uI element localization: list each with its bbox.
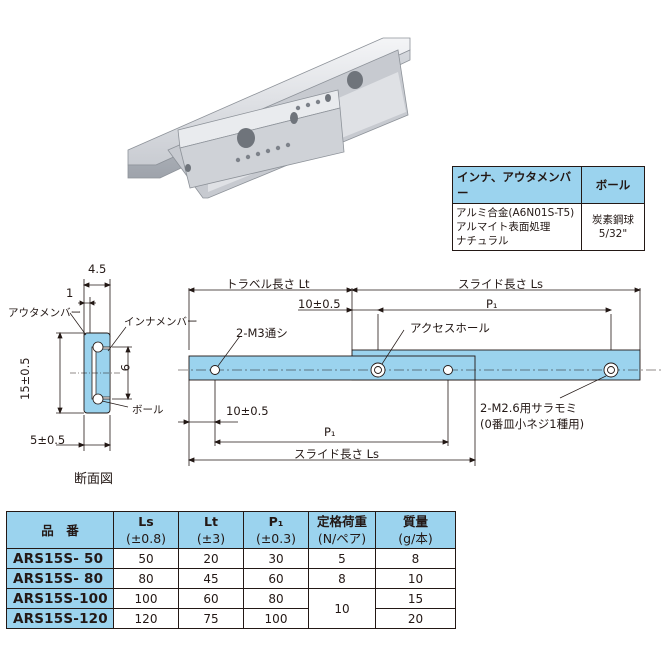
mass-cell: 20	[375, 608, 456, 629]
header-line: (±3)	[196, 531, 226, 546]
side-view-drawing	[178, 287, 662, 466]
header-part-number: 品 番	[6, 511, 114, 549]
header-line: P₁	[268, 514, 284, 529]
section-outer-member-label: アウタメンバー	[8, 307, 82, 319]
table-row: ARS15S- 80 80 45 60 8 10	[6, 568, 456, 589]
load-cell: 8	[308, 568, 376, 589]
access-hole-label: アクセスホール	[410, 321, 490, 335]
mass-cell: 8	[375, 548, 456, 569]
offset-bottom-label: 10±0.5	[226, 404, 269, 418]
cross-section-drawing	[56, 279, 132, 451]
material-table: インナ、アウタメンバー ボール アルミ合金(A6N01S-T5) アルマイト表面…	[452, 166, 645, 251]
ls-cell: 100	[113, 588, 179, 609]
lt-cell: 20	[178, 548, 244, 569]
header-line: 質量	[402, 514, 428, 529]
lt-cell: 75	[178, 608, 244, 629]
slide-length-bottom-label: スライド長さ Ls	[294, 447, 380, 461]
section-dim-15: 15±0.5	[18, 357, 32, 400]
p1-cell: 100	[243, 608, 309, 629]
part-number-cell: ARS15S- 50	[6, 548, 114, 569]
p1-cell: 30	[243, 548, 309, 569]
table-row: ARS15S- 50 50 20 30 5 8	[6, 548, 456, 569]
section-inner-member-label: インナメンバー	[124, 316, 198, 328]
material-member-line: ナチュラル	[456, 235, 509, 247]
table-row: ARS15S-120 120 75 100 20	[6, 608, 456, 629]
ls-cell: 120	[113, 608, 179, 629]
header-lt: Lt (±3)	[178, 511, 244, 549]
section-ball-label: ボール	[132, 404, 164, 416]
material-member-cell: アルミ合金(A6N01S-T5) アルマイト表面処理 ナチュラル	[452, 203, 582, 251]
material-header-member: インナ、アウタメンバー	[452, 166, 582, 204]
lt-cell: 45	[178, 568, 244, 589]
header-line: Lt	[204, 514, 218, 529]
header-line: (±0.3)	[255, 531, 297, 546]
table-row: ARS15S-100 100 60 80 10 15	[6, 588, 456, 629]
offset-top-label: 10±0.5	[298, 297, 341, 311]
material-ball-cell: 炭素鋼球5/32"	[581, 203, 645, 251]
lt-cell: 60	[178, 588, 244, 609]
header-line: 定格荷重	[316, 514, 367, 529]
spec-table: 品 番 Ls(±0.8) Lt(±3) P₁(±0.3) 定格荷重(N/ペア) …	[6, 511, 456, 629]
m3-hole-label: 2-M3通シ	[236, 326, 288, 340]
countersink-label: 2-M2.6用サラモミ	[480, 401, 578, 415]
mass-cell: 15	[375, 588, 456, 609]
spec-header-row: 品 番 Ls(±0.8) Lt(±3) P₁(±0.3) 定格荷重(N/ペア) …	[6, 511, 456, 549]
pitch-top-label: P₁	[486, 297, 498, 311]
countersink-note: (0番皿小ネジ1種用)	[480, 417, 585, 431]
header-line: Ls	[138, 514, 154, 529]
part-number-cell: ARS15S- 80	[6, 568, 114, 589]
header-line: 品 番	[41, 522, 79, 538]
section-dim-9: 9	[118, 364, 132, 372]
pitch-bottom-label: P₁	[324, 425, 336, 439]
slide-length-top-label: スライド長さ Ls	[458, 277, 544, 291]
part-number-cell: ARS15S-120	[6, 608, 114, 629]
section-caption: 断面図	[74, 472, 114, 487]
ls-cell: 80	[113, 568, 179, 589]
product-illustration	[127, 37, 411, 199]
header-line: (g/本)	[398, 531, 433, 546]
part-number-cell: ARS15S-100	[6, 588, 114, 609]
travel-length-label: トラベル長さ Lt	[226, 277, 310, 291]
material-member-line: アルマイト表面処理	[456, 221, 551, 233]
p1-cell: 80	[243, 588, 309, 609]
load-cell: 5	[308, 548, 376, 569]
header-rated-load: 定格荷重 (N/ペア)	[308, 511, 376, 549]
mass-cell: 10	[375, 568, 456, 589]
section-dim-5: 5±0.5	[30, 433, 66, 447]
section-dim-1: 1	[66, 286, 74, 300]
p1-cell: 60	[243, 568, 309, 589]
section-dim-4-5: 4.5	[88, 262, 107, 276]
header-line: (N/ペア)	[317, 531, 367, 546]
load-cell: 10	[308, 588, 376, 629]
header-line: (±0.8)	[125, 531, 167, 546]
header-mass: 質量 (g/本)	[375, 511, 456, 549]
material-member-line: アルミ合金(A6N01S-T5)	[456, 207, 575, 219]
material-header-ball: ボール	[581, 166, 645, 204]
header-p1: P₁ (±0.3)	[243, 511, 309, 549]
header-ls: Ls (±0.8)	[113, 511, 179, 549]
ls-cell: 50	[113, 548, 179, 569]
